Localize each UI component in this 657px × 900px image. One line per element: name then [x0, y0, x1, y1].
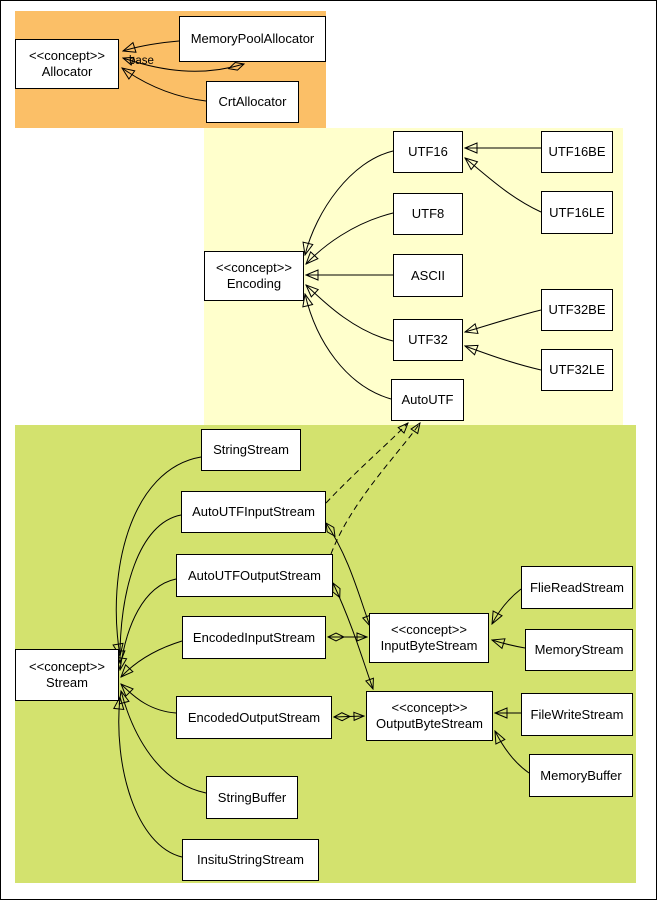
stereotype: <<concept>> — [216, 260, 292, 275]
node-flie-read-stream: FlieReadStream — [521, 566, 633, 609]
node-label: UTF8 — [411, 206, 445, 221]
node-encoded-output-stream: EncodedOutputStream — [176, 696, 332, 739]
node-insitu-string-stream: InsituStringStream — [182, 839, 319, 881]
node-label: FileWriteStream — [530, 706, 624, 722]
node-string-buffer: StringBuffer — [206, 776, 298, 819]
stereotype: <<concept>> — [29, 48, 105, 63]
node-utf8: UTF8 — [393, 193, 463, 235]
node-utf16be: UTF16BE — [541, 131, 613, 173]
node-stream: <<concept>> Stream — [15, 649, 119, 701]
node-label: UTF32 — [408, 332, 448, 347]
node-output-byte-stream: <<concept>> OutputByteStream — [366, 691, 493, 741]
node-label: EncodedInputStream — [192, 629, 316, 645]
node-label: UTF16BE — [548, 144, 606, 159]
node-label: CrtAllocator — [218, 94, 287, 109]
node-autoutf-output-stream: AutoUTFOutputStream — [176, 554, 333, 597]
node-utf32be: UTF32BE — [541, 289, 613, 331]
node-string-stream: StringStream — [201, 429, 301, 471]
node-label: Stream — [46, 675, 88, 690]
node-utf32le: UTF32LE — [541, 349, 613, 391]
node-label: ASCII — [411, 267, 445, 283]
node-utf16le: UTF16LE — [541, 191, 613, 234]
node-label: EncodedOutputStream — [187, 709, 321, 725]
node-allocator: <<concept>> Allocator — [15, 39, 119, 89]
node-label: AutoUTFOutputStream — [188, 567, 321, 583]
node-label: Encoding — [226, 276, 282, 291]
node-label: AutoUTF — [401, 392, 454, 407]
stereotype: <<concept>> — [29, 659, 105, 674]
node-crt-allocator: CrtAllocator — [206, 81, 299, 123]
node-label: MemoryStream — [534, 642, 624, 657]
node-autoutf-input-stream: AutoUTFInputStream — [181, 491, 326, 533]
node-label: StringStream — [213, 442, 289, 457]
node-label: UTF16LE — [549, 204, 605, 220]
node-memory-buffer: MemoryBuffer — [529, 754, 633, 797]
node-encoding: <<concept>> Encoding — [204, 251, 304, 301]
node-file-write-stream: FileWriteStream — [521, 693, 633, 736]
stereotype: <<concept>> — [391, 700, 468, 715]
node-label: InputByteStream — [380, 638, 478, 653]
node-label: MemoryPoolAllocator — [190, 31, 315, 46]
node-utf16: UTF16 — [393, 131, 463, 173]
node-label: UTF32BE — [548, 302, 606, 317]
node-memory-pool-allocator: MemoryPoolAllocator — [179, 16, 326, 62]
node-label: UTF32LE — [549, 362, 605, 377]
node-memory-stream: MemoryStream — [525, 629, 633, 671]
node-input-byte-stream: <<concept>> InputByteStream — [369, 613, 489, 663]
node-label: UTF16 — [408, 144, 448, 159]
node-label: AutoUTFInputStream — [192, 504, 315, 519]
node-label: MemoryBuffer — [540, 767, 622, 783]
node-encoded-input-stream: EncodedInputStream — [182, 616, 326, 659]
node-label: OutputByteStream — [376, 716, 483, 731]
node-autoutf: AutoUTF — [391, 379, 464, 421]
node-label: FlieReadStream — [530, 579, 624, 595]
node-label: Allocator — [41, 64, 93, 79]
node-ascii: ASCII — [393, 254, 463, 297]
node-utf32: UTF32 — [393, 319, 463, 361]
node-label: InsituStringStream — [197, 852, 304, 867]
stereotype: <<concept>> — [391, 622, 467, 637]
node-label: StringBuffer — [217, 789, 287, 805]
